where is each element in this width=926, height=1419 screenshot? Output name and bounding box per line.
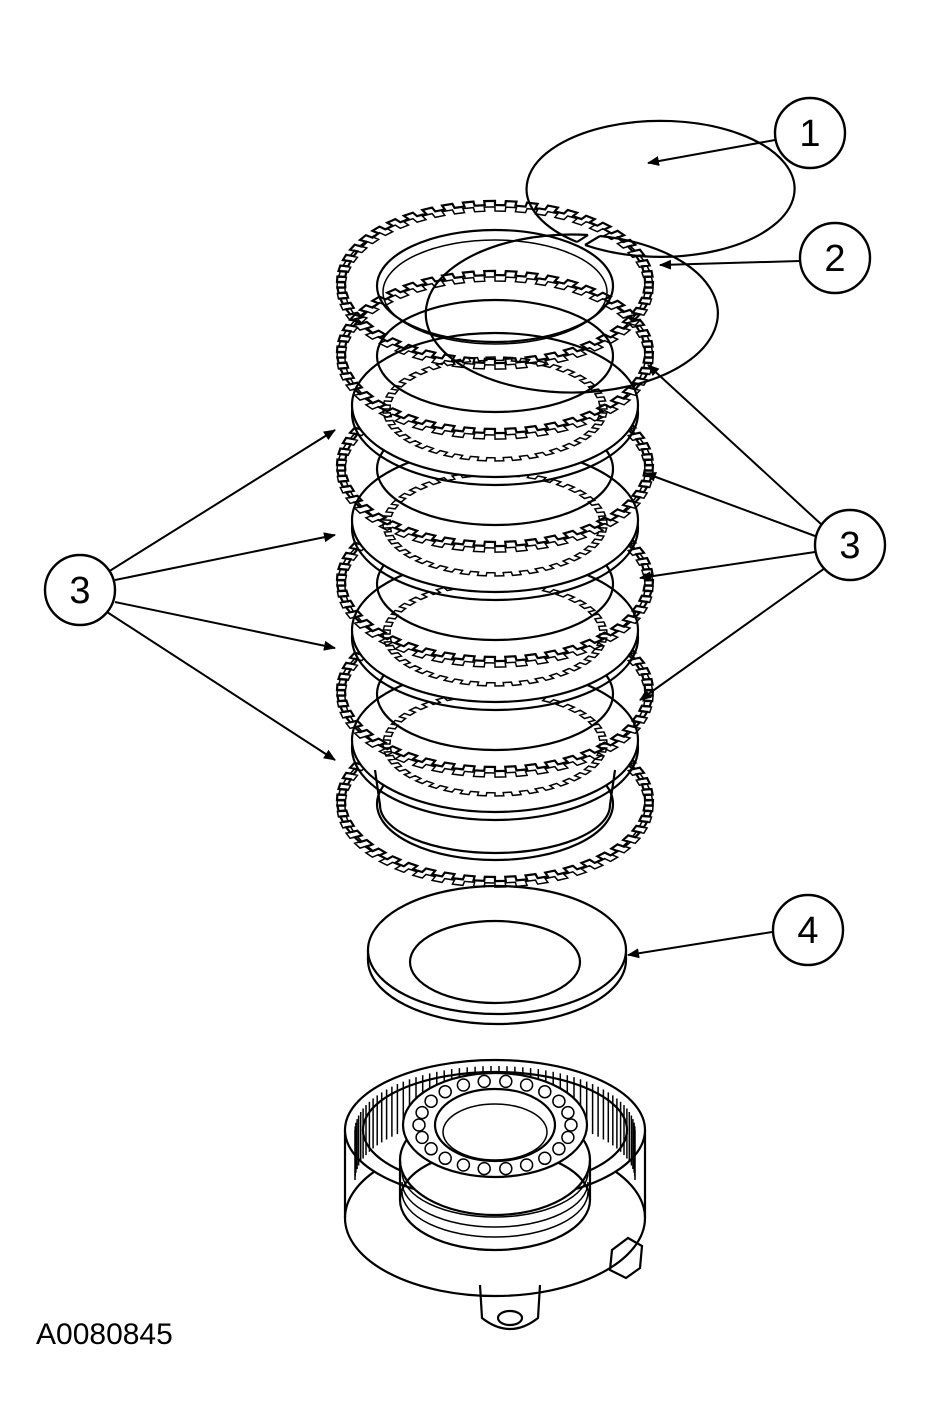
- clutch-drum: [343, 1058, 647, 1330]
- plate-steel: [335, 269, 655, 440]
- bearing-ball: [438, 1084, 452, 1099]
- bearing-ball: [477, 1074, 491, 1089]
- bearing-ball: [552, 1094, 566, 1108]
- plate-lip: [373, 769, 617, 855]
- bearing-ball: [415, 1105, 429, 1120]
- bearing-ball: [499, 1161, 513, 1176]
- bearing-ball: [456, 1158, 471, 1172]
- bearing-ball: [552, 1142, 566, 1156]
- callout-3-left-label: 3: [69, 570, 90, 612]
- bearing-ball: [519, 1078, 534, 1092]
- callout-4: 4: [771, 893, 845, 967]
- bearing-ball: [415, 1130, 429, 1145]
- bearing-ball: [499, 1074, 513, 1089]
- bearing-ball: [456, 1078, 471, 1092]
- bearing-ball: [438, 1151, 452, 1166]
- leader-lines: [106, 139, 826, 959]
- hub-disc: [401, 1171, 589, 1218]
- plate-pressure: [335, 199, 655, 370]
- snap-ring: [424, 119, 796, 394]
- bearing-ball: [519, 1158, 534, 1172]
- clutch-plate-stack: [335, 199, 655, 888]
- hub-disc: [401, 1191, 589, 1238]
- bearing-ball: [561, 1130, 575, 1145]
- callout-3-left: 3: [43, 553, 117, 627]
- bearing-ball: [538, 1151, 552, 1166]
- callout-4-label: 4: [797, 910, 818, 952]
- callout-2: 2: [798, 221, 872, 295]
- callout-3-right-label: 3: [839, 525, 860, 567]
- bearing-ball: [561, 1105, 575, 1120]
- bearing-ball: [424, 1142, 438, 1156]
- bearing-ball: [564, 1118, 578, 1132]
- thrust-washer: [366, 884, 628, 1026]
- bearing-ball: [538, 1084, 552, 1099]
- bearing-ball: [412, 1118, 426, 1132]
- figure-id: A0080845: [36, 1318, 173, 1351]
- bearing-ball: [477, 1161, 491, 1176]
- callout-1-label: 1: [799, 113, 820, 155]
- hub-disc: [401, 1181, 589, 1228]
- callout-2-label: 2: [824, 238, 845, 280]
- callout-3-right: 3: [813, 508, 887, 582]
- bearing-ball: [424, 1094, 438, 1108]
- callout-1: 1: [773, 96, 847, 170]
